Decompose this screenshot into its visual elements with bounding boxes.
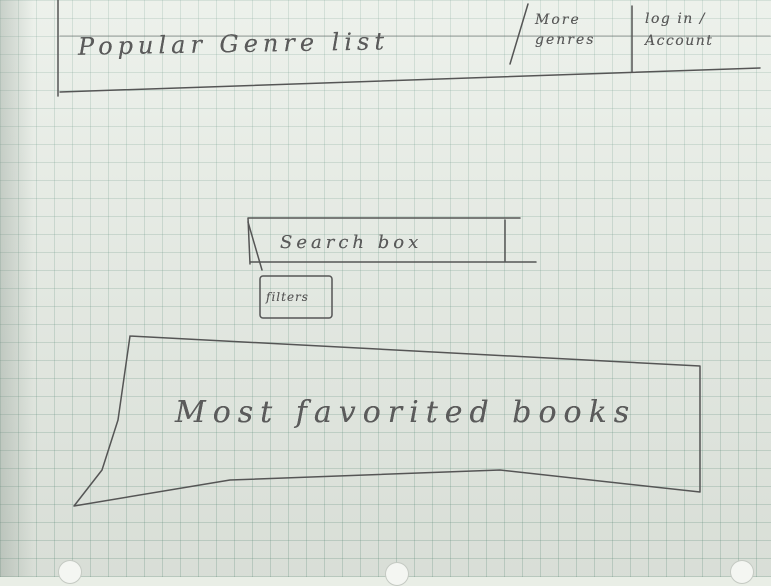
header-bottom-line <box>59 67 761 93</box>
login-line1: log in / <box>645 11 706 27</box>
more-genres-line1: More <box>535 12 581 28</box>
punch-hole <box>58 560 82 584</box>
search-box-outline <box>247 217 537 265</box>
search-input[interactable]: Search box <box>280 232 423 253</box>
punch-hole <box>730 560 754 584</box>
login-line2: Account <box>645 33 714 49</box>
main-panel-outline <box>73 335 701 507</box>
login-account-link[interactable]: log in / Account <box>645 8 713 52</box>
filters-button[interactable]: filters <box>266 290 309 304</box>
popular-genre-list-link[interactable]: Popular Genre list <box>77 27 390 61</box>
search-box-start-mark <box>247 221 263 271</box>
paper-edge <box>0 0 34 577</box>
most-favorited-books-label: Most favorited books <box>175 395 637 430</box>
filters-outline <box>259 275 333 319</box>
punch-hole <box>385 562 409 586</box>
more-genres-line2: genres <box>535 32 596 48</box>
more-genres-link[interactable]: More genres <box>535 10 595 50</box>
header-divider-more-genres <box>509 3 529 65</box>
